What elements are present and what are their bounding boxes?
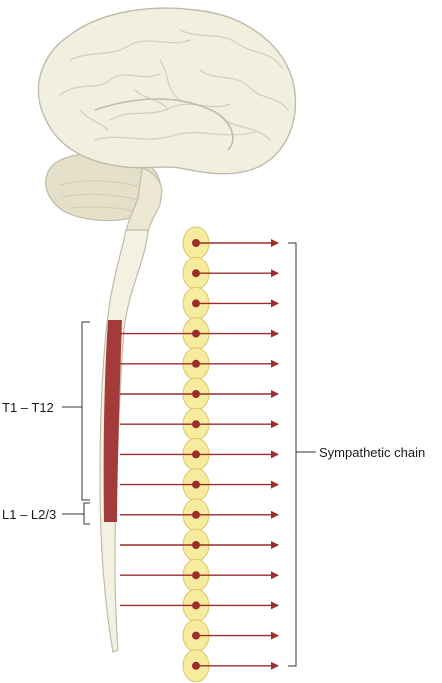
spinal-cord-segment-t1-l2 bbox=[103, 320, 122, 522]
brain-illustration bbox=[37, 7, 297, 233]
brainstem bbox=[125, 167, 163, 233]
label-l1-l2: L1 – L2/3 bbox=[2, 507, 56, 522]
bracket-t1-t12 bbox=[62, 321, 90, 501]
spinal-cord bbox=[99, 229, 149, 653]
cerebrum bbox=[37, 7, 297, 175]
label-sympathetic-chain: Sympathetic chain bbox=[319, 445, 425, 460]
cord-to-chain-connections bbox=[120, 332, 192, 607]
label-t1-t12: T1 – T12 bbox=[2, 400, 54, 415]
bracket-l1-l2 bbox=[62, 502, 90, 525]
sympathetic-arrows bbox=[196, 239, 279, 670]
bracket-sympathetic-chain bbox=[288, 242, 316, 667]
